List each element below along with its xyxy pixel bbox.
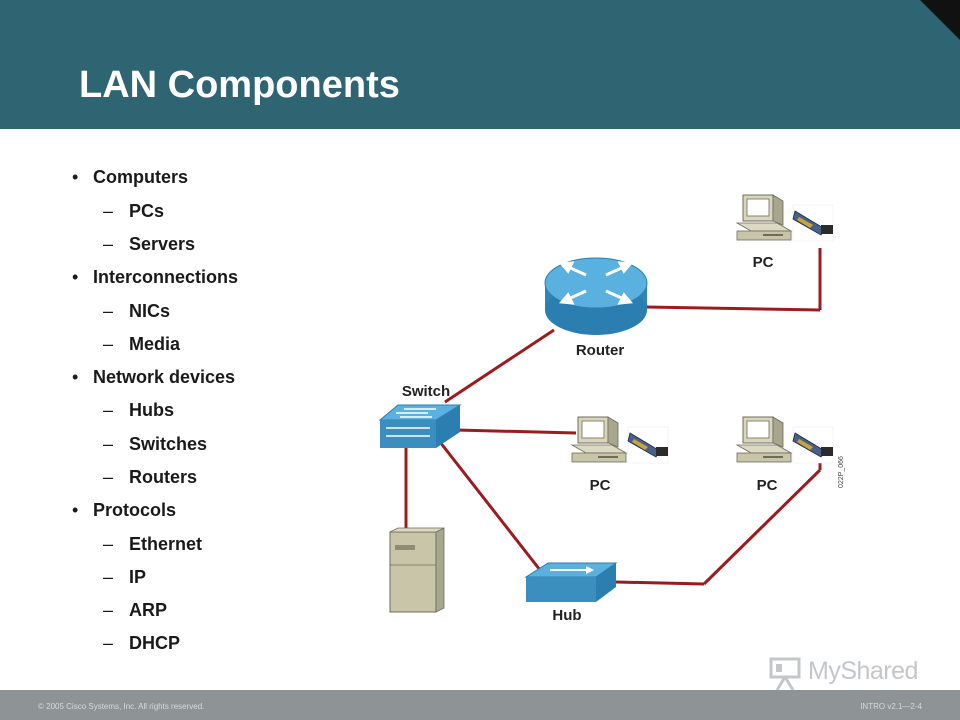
bullet-pcs: –PCs bbox=[103, 201, 164, 222]
pc-icon-right bbox=[736, 416, 834, 464]
corner-decoration bbox=[920, 0, 960, 40]
bullet-text: NICs bbox=[129, 301, 171, 321]
bullet-mark: • bbox=[72, 167, 79, 187]
course-code: INTRO v2.1—2-4 bbox=[860, 702, 922, 711]
footer-bar: © 2005 Cisco Systems, Inc. All rights re… bbox=[0, 690, 960, 720]
bullet-computers: • Computers bbox=[72, 167, 188, 188]
pc-icon-top bbox=[736, 194, 834, 242]
bullet-mark: – bbox=[103, 633, 114, 653]
bullet-mark: – bbox=[103, 434, 114, 454]
bullet-mark: – bbox=[103, 400, 114, 420]
switch-label: Switch bbox=[402, 383, 450, 400]
bullet-text: Routers bbox=[129, 467, 198, 487]
link-switch-hub bbox=[438, 441, 542, 571]
bullet-protocols: • Protocols bbox=[72, 500, 176, 521]
brand-watermark: MyShared bbox=[766, 654, 936, 694]
bullet-mark: – bbox=[103, 201, 114, 221]
switch-icon bbox=[378, 404, 462, 448]
bullet-mark: • bbox=[72, 367, 79, 387]
bullet-hubs: –Hubs bbox=[103, 400, 174, 421]
brand-text: MyShared bbox=[808, 657, 918, 685]
pc-top-label: PC bbox=[753, 254, 774, 271]
bullet-interconnections: • Interconnections bbox=[72, 267, 238, 288]
bullet-mark: • bbox=[72, 267, 79, 287]
hub-icon bbox=[524, 562, 618, 602]
bullet-mark: – bbox=[103, 567, 114, 587]
bullet-servers: –Servers bbox=[103, 234, 195, 255]
link-switch-router bbox=[444, 328, 555, 404]
presentation-icon bbox=[769, 657, 801, 691]
hub-label: Hub bbox=[552, 607, 581, 624]
bullet-text: ARP bbox=[129, 600, 168, 620]
router-icon bbox=[544, 257, 648, 335]
bullet-mark: – bbox=[103, 467, 114, 487]
copyright-text: © 2005 Cisco Systems, Inc. All rights re… bbox=[38, 702, 205, 711]
bullet-mark: – bbox=[103, 534, 114, 554]
bullet-routers: –Routers bbox=[103, 467, 197, 488]
bullet-text: PCs bbox=[129, 201, 165, 221]
pc-mid-label: PC bbox=[590, 477, 611, 494]
lan-diagram: Router Switch Hub PC PC PC 022P_06 bbox=[378, 194, 845, 624]
bullet-text: Network devices bbox=[93, 367, 236, 387]
bullet-text: Ethernet bbox=[129, 534, 203, 554]
bullet-switches: –Switches bbox=[103, 434, 207, 455]
link-router-pc-top bbox=[645, 305, 821, 312]
bullet-mark: • bbox=[72, 500, 79, 520]
bullet-text: Switches bbox=[129, 434, 208, 454]
bullet-text: DHCP bbox=[129, 633, 181, 653]
network-links bbox=[404, 248, 822, 586]
bullet-nics: –NICs bbox=[103, 301, 170, 322]
router-label: Router bbox=[576, 342, 624, 359]
bullet-text: Interconnections bbox=[93, 267, 239, 287]
bullet-ip: –IP bbox=[103, 567, 146, 588]
bullet-arp: –ARP bbox=[103, 600, 167, 621]
bullet-text: IP bbox=[129, 567, 147, 587]
bullet-text: Computers bbox=[93, 167, 189, 187]
pc-right-label: PC bbox=[757, 477, 778, 494]
bullet-mark: – bbox=[103, 234, 114, 254]
bullet-text: Media bbox=[129, 334, 181, 354]
pc-icon-mid bbox=[571, 416, 669, 464]
bullet-network-devices: • Network devices bbox=[72, 367, 235, 388]
link-switch-pc-mid bbox=[455, 428, 577, 435]
server-icon bbox=[389, 527, 445, 613]
bullet-text: Hubs bbox=[129, 400, 174, 420]
bullet-mark: – bbox=[103, 301, 114, 321]
bullet-list: •Computers –PCs –Servers •Interconnectio… bbox=[0, 0, 340, 680]
figure-code: 022P_066 bbox=[838, 456, 845, 488]
bullet-dhcp: –DHCP bbox=[103, 633, 180, 654]
bullet-mark: – bbox=[103, 334, 114, 354]
title-bar: LAN Components bbox=[0, 0, 960, 129]
bullet-text: Servers bbox=[129, 234, 196, 254]
link-pc-right-diag bbox=[702, 468, 822, 586]
link-hub-pc-right bbox=[615, 580, 705, 586]
bullet-mark: – bbox=[103, 600, 114, 620]
bullet-text: Protocols bbox=[93, 500, 177, 520]
bullet-ethernet: –Ethernet bbox=[103, 534, 202, 555]
slide-title: LAN Components bbox=[79, 64, 400, 106]
bullet-media: –Media bbox=[103, 334, 180, 355]
